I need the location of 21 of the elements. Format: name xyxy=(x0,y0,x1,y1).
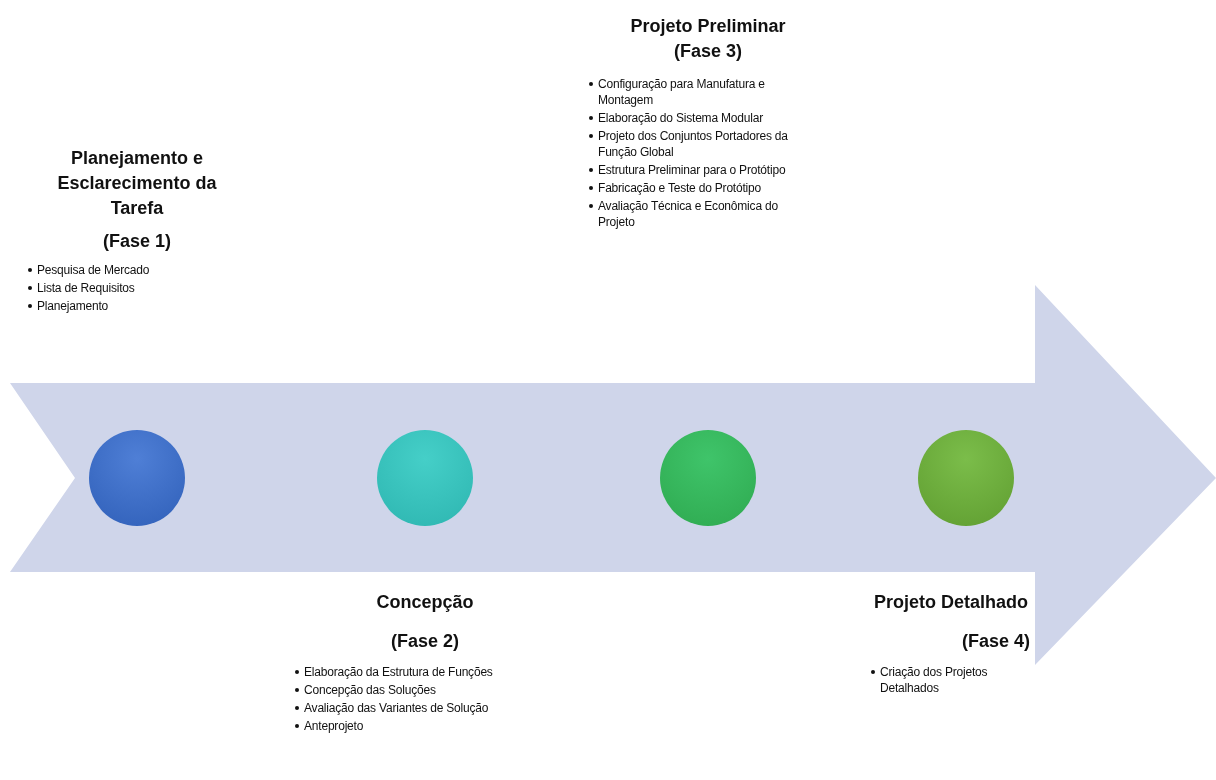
bullet-item: Elaboração do Sistema Modular xyxy=(598,110,764,126)
bullet-item: Lista de Requisitos xyxy=(37,280,136,296)
phase-title: Concepção xyxy=(375,591,475,614)
bullet-item: Estrutura Preliminar para o Protótipo xyxy=(598,162,787,178)
bullet-item: Avaliação das Variantes de Solução xyxy=(304,700,490,716)
bullet-item: Anteprojeto xyxy=(304,718,365,734)
phase-title: Projeto Detalhado xyxy=(874,591,1029,614)
bullet-item: Fabricação e Teste do Protótipo xyxy=(598,180,762,196)
bullet-item: Elaboração da Estrutura de Funções xyxy=(304,664,494,680)
bullet-item: Concepção das Soluções xyxy=(304,682,437,698)
bullet-item: Criação dos Projetos Detalhados xyxy=(880,664,989,696)
phase-number: (Fase 4) xyxy=(962,630,1031,653)
bullet-item: Planejamento xyxy=(37,298,109,314)
phase-title: Planejamento e Esclarecimento da Tarefa xyxy=(56,147,218,220)
bullet-item: Configuração para Manufatura e Montagem xyxy=(598,76,766,108)
bullet-item: Avaliação Técnica e Econômica do Projeto xyxy=(598,198,779,230)
phase-number: (Fase 1) xyxy=(102,230,172,253)
bullet-item: Projeto dos Conjuntos Portadores da Função Global xyxy=(598,128,789,160)
bullet-item: Pesquisa de Mercado xyxy=(37,262,151,278)
phase-title: Projeto Preliminar (Fase 3) xyxy=(629,15,787,63)
phase-number: (Fase 2) xyxy=(390,630,460,653)
